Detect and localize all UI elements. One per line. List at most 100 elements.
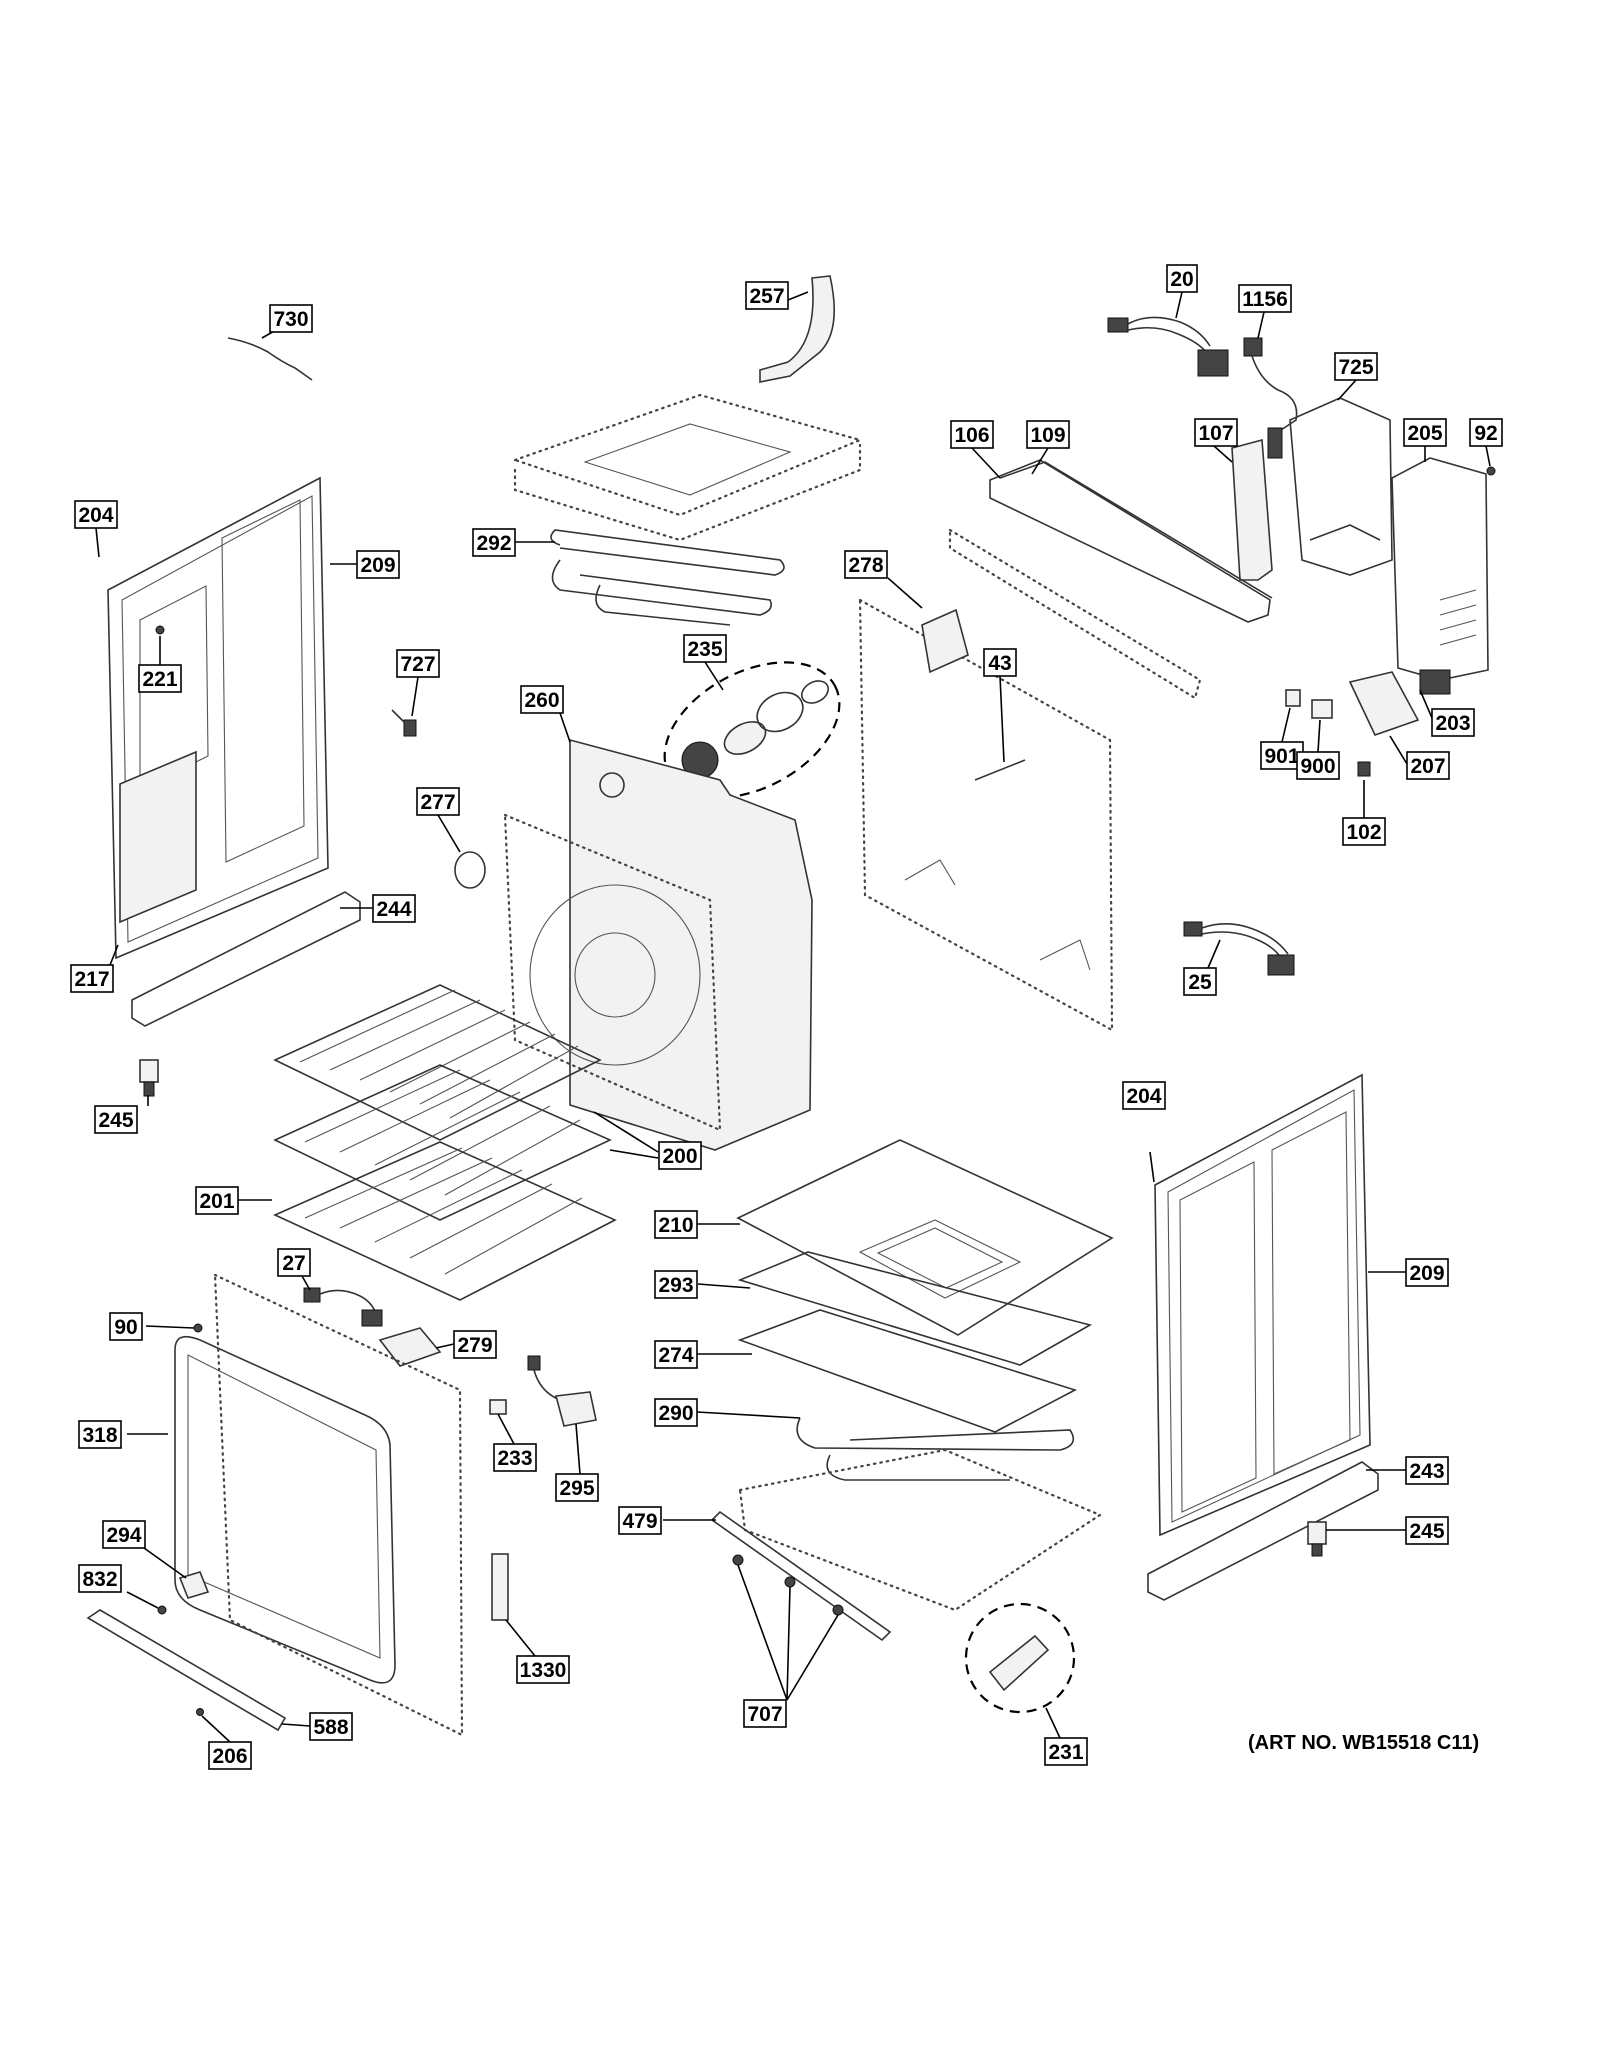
svg-text:20: 20 (1170, 268, 1193, 291)
part-245-leveler-left (139, 1059, 159, 1097)
callout-244: 244 (372, 894, 416, 923)
svg-text:235: 235 (687, 638, 722, 661)
part-479-rail (710, 1448, 1103, 1642)
svg-text:204: 204 (78, 504, 113, 527)
part-27-harness (303, 1287, 383, 1327)
part-725-bracket (1289, 397, 1393, 576)
callout-832: 832 (78, 1564, 122, 1593)
callout-235: 235 (683, 634, 727, 663)
callout-277: 277 (416, 787, 460, 816)
part-727-sensor (391, 709, 417, 737)
svg-text:318: 318 (82, 1424, 117, 1447)
part-257-duct (759, 275, 835, 383)
part-203-switch (1419, 669, 1451, 695)
callout-1156: 1156 (1238, 284, 1292, 313)
callout-318: 318 (78, 1420, 122, 1449)
callout-900: 900 (1296, 751, 1340, 780)
svg-text:244: 244 (376, 898, 411, 921)
part-20-harness (1107, 316, 1229, 377)
callout-106: 106 (950, 420, 994, 449)
part-901-part (1285, 689, 1301, 707)
part-832-screw (157, 1605, 167, 1615)
part-92-screw (1486, 466, 1496, 476)
part-294-part (178, 1571, 210, 1599)
part-290-bake-element (796, 1417, 1075, 1481)
callout-730: 730 (269, 304, 313, 333)
part-25-harness (1183, 921, 1295, 976)
part-900-part (1311, 699, 1333, 719)
svg-text:90: 90 (114, 1316, 137, 1339)
svg-text:727: 727 (400, 653, 435, 676)
part-210-oven-bottom (736, 1139, 1114, 1336)
part-277-gasket (454, 851, 486, 889)
callout-290: 290 (654, 1398, 698, 1427)
part-293-plate (737, 1251, 1093, 1366)
callout-233: 233 (493, 1443, 537, 1472)
svg-text:274: 274 (658, 1344, 693, 1367)
part-292-top-panel (511, 393, 864, 626)
callout-279: 279 (453, 1330, 497, 1359)
callout-479: 479 (618, 1506, 662, 1535)
part-102-part (1357, 761, 1371, 777)
svg-text:1330: 1330 (520, 1659, 567, 1682)
callout-292: 292 (472, 528, 516, 557)
svg-text:206: 206 (212, 1745, 247, 1768)
part-90-screw (193, 1323, 203, 1333)
svg-text:109: 109 (1030, 424, 1065, 447)
callout-295: 295 (555, 1473, 599, 1502)
svg-text:209: 209 (1409, 1262, 1444, 1285)
svg-text:207: 207 (1410, 755, 1445, 778)
part-207-plate (1348, 671, 1420, 736)
svg-text:209: 209 (360, 554, 395, 577)
svg-text:260: 260 (524, 689, 559, 712)
callout-200: 200 (658, 1141, 702, 1170)
callout-107: 107 (1194, 418, 1238, 447)
callout-231: 231 (1044, 1737, 1088, 1766)
callout-725: 725 (1334, 352, 1378, 381)
svg-text:900: 900 (1300, 755, 1335, 778)
svg-text:210: 210 (658, 1214, 693, 1237)
part-1156-harness (1243, 337, 1298, 459)
callout-217: 217 (70, 964, 114, 993)
part-drawings (86, 275, 1496, 1737)
svg-text:233: 233 (497, 1447, 532, 1470)
part-278-bracket (921, 608, 969, 674)
callout-209-upper: 209 (356, 550, 400, 579)
svg-text:203: 203 (1435, 712, 1470, 735)
svg-text:245: 245 (98, 1109, 133, 1132)
part-107-board (1231, 438, 1273, 581)
svg-text:295: 295 (559, 1477, 594, 1500)
svg-text:92: 92 (1474, 422, 1497, 445)
svg-text:588: 588 (313, 1716, 348, 1739)
svg-text:277: 277 (420, 791, 455, 814)
svg-text:25: 25 (1188, 971, 1212, 994)
callout-205: 205 (1403, 418, 1447, 447)
callout-204-upper: 204 (74, 500, 118, 529)
callout-588: 588 (309, 1712, 353, 1741)
svg-text:1156: 1156 (1242, 288, 1288, 311)
svg-text:292: 292 (476, 532, 511, 555)
callout-707: 707 (743, 1699, 787, 1728)
callout-207: 207 (1406, 751, 1450, 780)
svg-text:245: 245 (1409, 1520, 1444, 1543)
svg-text:106: 106 (954, 424, 989, 447)
callout-1330: 1330 (516, 1655, 570, 1684)
callout-204-lower: 204 (1122, 1081, 1166, 1110)
part-244-left-rail (131, 891, 361, 1027)
part-274-plate (737, 1309, 1078, 1433)
callout-90: 90 (109, 1312, 143, 1341)
part-260-insulation (569, 738, 813, 1151)
part-243-right-rail (1147, 1461, 1379, 1601)
svg-text:730: 730 (273, 308, 308, 331)
svg-text:107: 107 (1198, 422, 1233, 445)
callout-294: 294 (102, 1520, 146, 1549)
callout-92: 92 (1469, 418, 1503, 447)
callout-102: 102 (1342, 817, 1386, 846)
svg-text:279: 279 (457, 1334, 492, 1357)
callout-203: 203 (1431, 708, 1475, 737)
svg-text:102: 102 (1346, 821, 1381, 844)
part-295-module (527, 1355, 597, 1427)
callout-274: 274 (654, 1340, 698, 1369)
svg-text:243: 243 (1409, 1460, 1444, 1483)
